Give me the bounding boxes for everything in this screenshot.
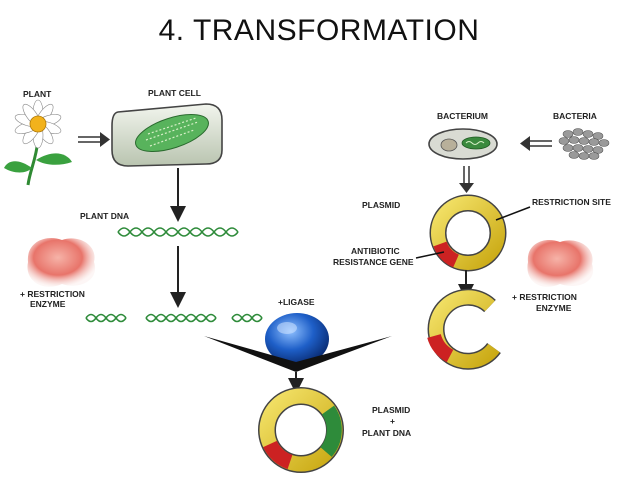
recombinant-plasmid-icon	[258, 387, 344, 473]
plasmid-label: PLASMID	[362, 200, 400, 210]
double-arrow-left-icon	[520, 136, 552, 151]
restriction-enzyme-right-label-2: ENZYME	[536, 303, 572, 313]
antibiotic-label-1: ANTIBIOTIC	[351, 246, 400, 256]
plant-cell-label: PLANT CELL	[148, 88, 201, 98]
converging-arrow-icon	[204, 336, 392, 394]
double-arrow-icon	[78, 132, 110, 147]
restriction-enzyme-left-label-2: ENZYME	[30, 299, 66, 309]
bacterium-icon	[428, 128, 498, 160]
flower-icon	[4, 99, 72, 186]
result-label-3: PLANT DNA	[362, 428, 411, 438]
plant-cell-icon	[111, 103, 223, 167]
bacteria-label: BACTERIA	[553, 111, 597, 121]
bacterium-label: BACTERIUM	[437, 111, 488, 121]
plant-label: PLANT	[23, 89, 52, 99]
result-label-1: PLASMID	[372, 405, 410, 415]
double-arrow-down-icon	[459, 166, 474, 193]
dna-strand-icon	[117, 227, 239, 237]
ligase-enzyme-icon	[265, 313, 329, 365]
dna-fragments-icon	[85, 313, 263, 323]
plant-dna-label: PLANT DNA	[80, 211, 129, 221]
cut-plasmid-icon	[427, 288, 501, 370]
ligase-label: +LIGASE	[278, 297, 315, 307]
slide-title: 4. TRANSFORMATION	[158, 14, 480, 47]
antibiotic-pointer	[415, 251, 445, 259]
plasmid-icon	[429, 194, 507, 272]
restriction-site-label: RESTRICTION SITE	[532, 197, 611, 207]
result-label-2: +	[390, 416, 395, 426]
restriction-enzyme-left-icon	[27, 238, 96, 287]
restriction-site-pointer	[495, 206, 531, 221]
restriction-enzyme-left-label-1: + RESTRICTION	[20, 289, 85, 299]
bacteria-cluster-icon	[558, 128, 610, 160]
antibiotic-label-2: RESISTANCE GENE	[333, 257, 414, 267]
restriction-enzyme-right-label-1: + RESTRICTION	[512, 292, 577, 302]
restriction-enzyme-right-icon	[527, 240, 594, 287]
